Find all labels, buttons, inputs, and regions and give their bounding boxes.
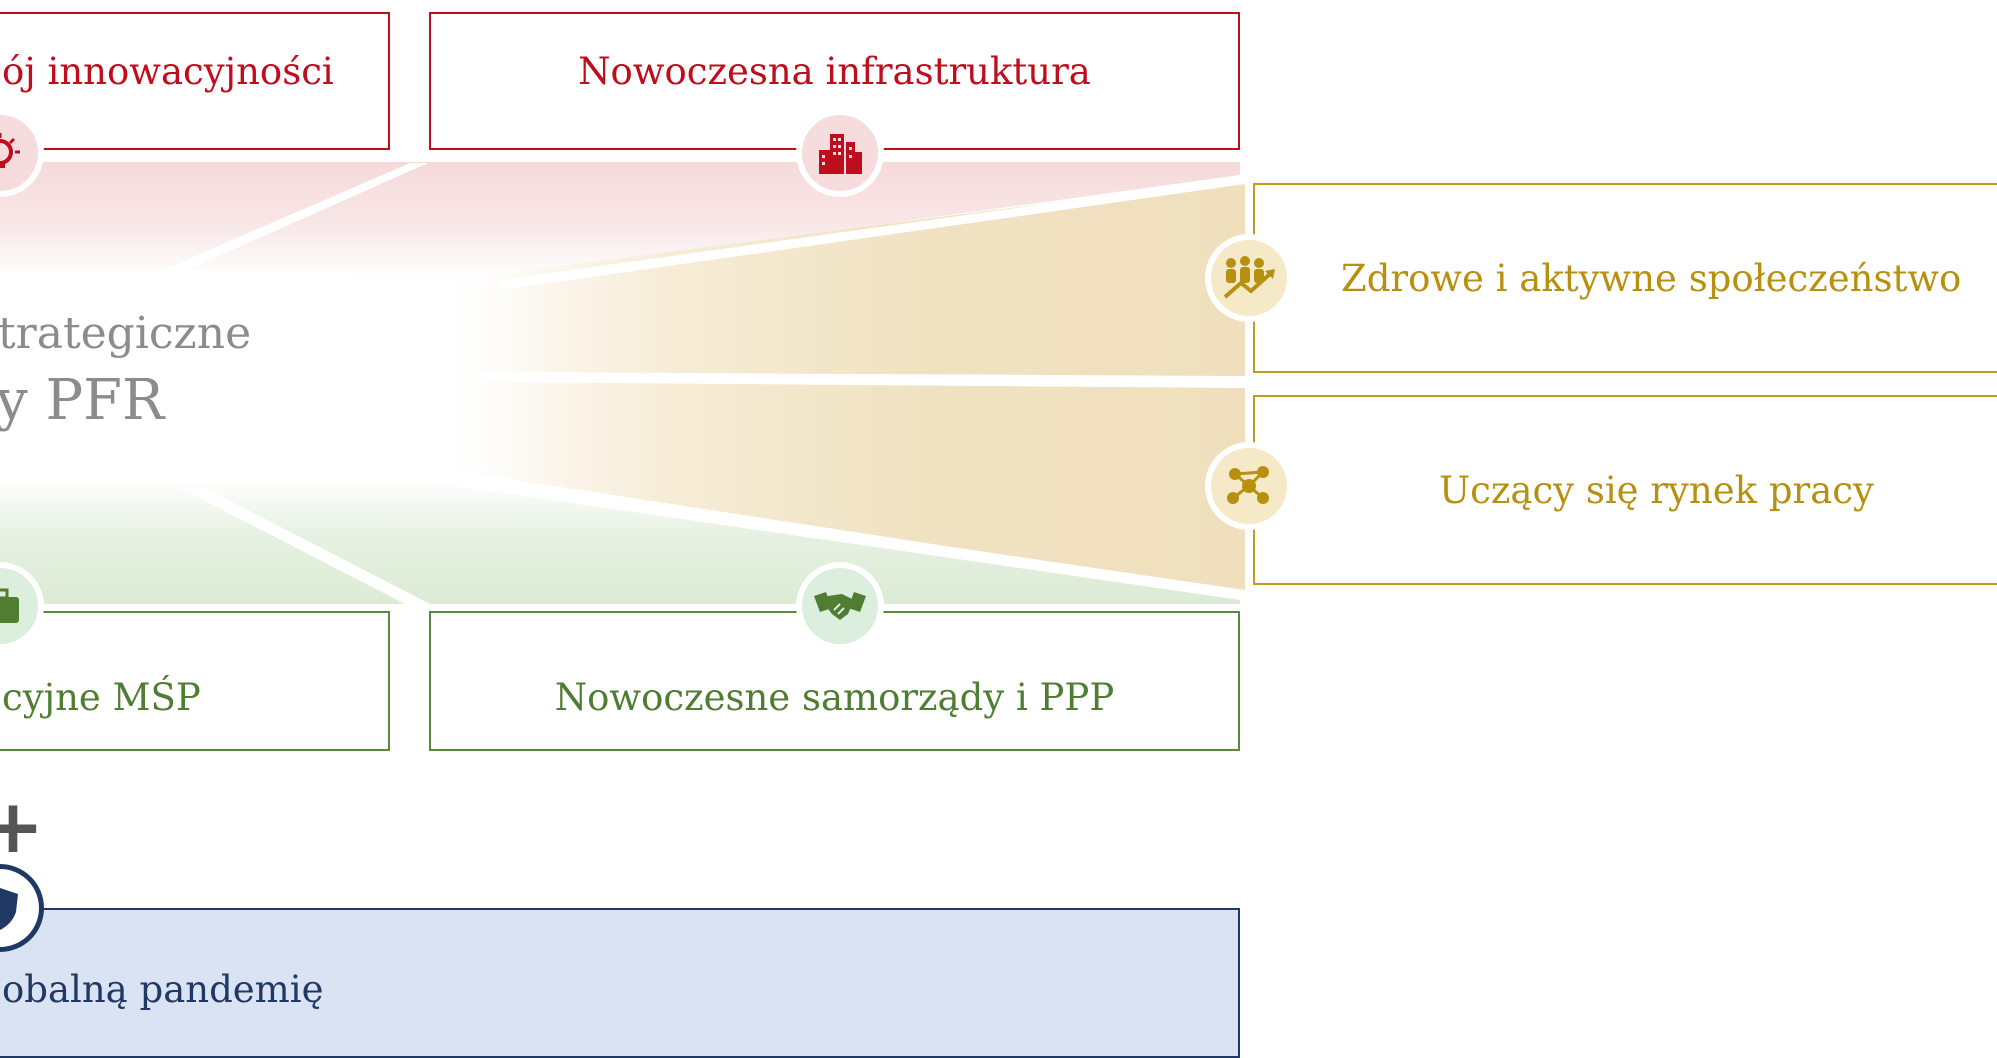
separator-ray-5 — [180, 488, 430, 604]
separator-ray-3 — [480, 372, 1245, 388]
green-fade — [0, 478, 1240, 604]
pillar-sme-label: cyjne MŚP — [2, 675, 201, 719]
handshake-icon — [796, 562, 884, 650]
pandemic-label: obalną pandemię — [2, 968, 324, 1011]
pillar-municipalities-label: Nowoczesne samorządy i PPP — [554, 675, 1115, 719]
hub-title-line2: y PFR — [0, 368, 165, 433]
plus-sign: + — [0, 784, 45, 870]
pillar-innovation-label: ój innowacyjności — [2, 50, 334, 93]
pandemic-box: obalną pandemię — [0, 908, 1240, 1058]
pillar-labor-label: Uczący się rynek pracy — [1439, 468, 1874, 512]
network-icon — [1205, 442, 1293, 530]
pillar-sme-box: cyjne MŚP — [0, 611, 390, 751]
separator-ray-1 — [140, 163, 428, 280]
buildings-icon — [796, 109, 884, 197]
pillar-innovation-box: ój innowacyjności — [0, 12, 390, 150]
hub-title-line1: trategiczne — [0, 308, 252, 359]
pillar-society-box: Zdrowe i aktywne społeczeństwo — [1253, 183, 1997, 373]
hub-glow — [0, 270, 560, 480]
gold-wedge — [450, 178, 1245, 592]
pillar-labor-box: Uczący się rynek pracy — [1253, 395, 1997, 585]
separator-ray-4 — [480, 478, 1245, 598]
red-fade — [0, 162, 1240, 280]
separator-ray-2 — [500, 176, 1245, 290]
people-growth-icon — [1205, 234, 1293, 322]
pillar-society-label: Zdrowe i aktywne społeczeństwo — [1341, 256, 1962, 300]
pillar-infrastructure-label: Nowoczesna infrastruktura — [578, 50, 1091, 93]
